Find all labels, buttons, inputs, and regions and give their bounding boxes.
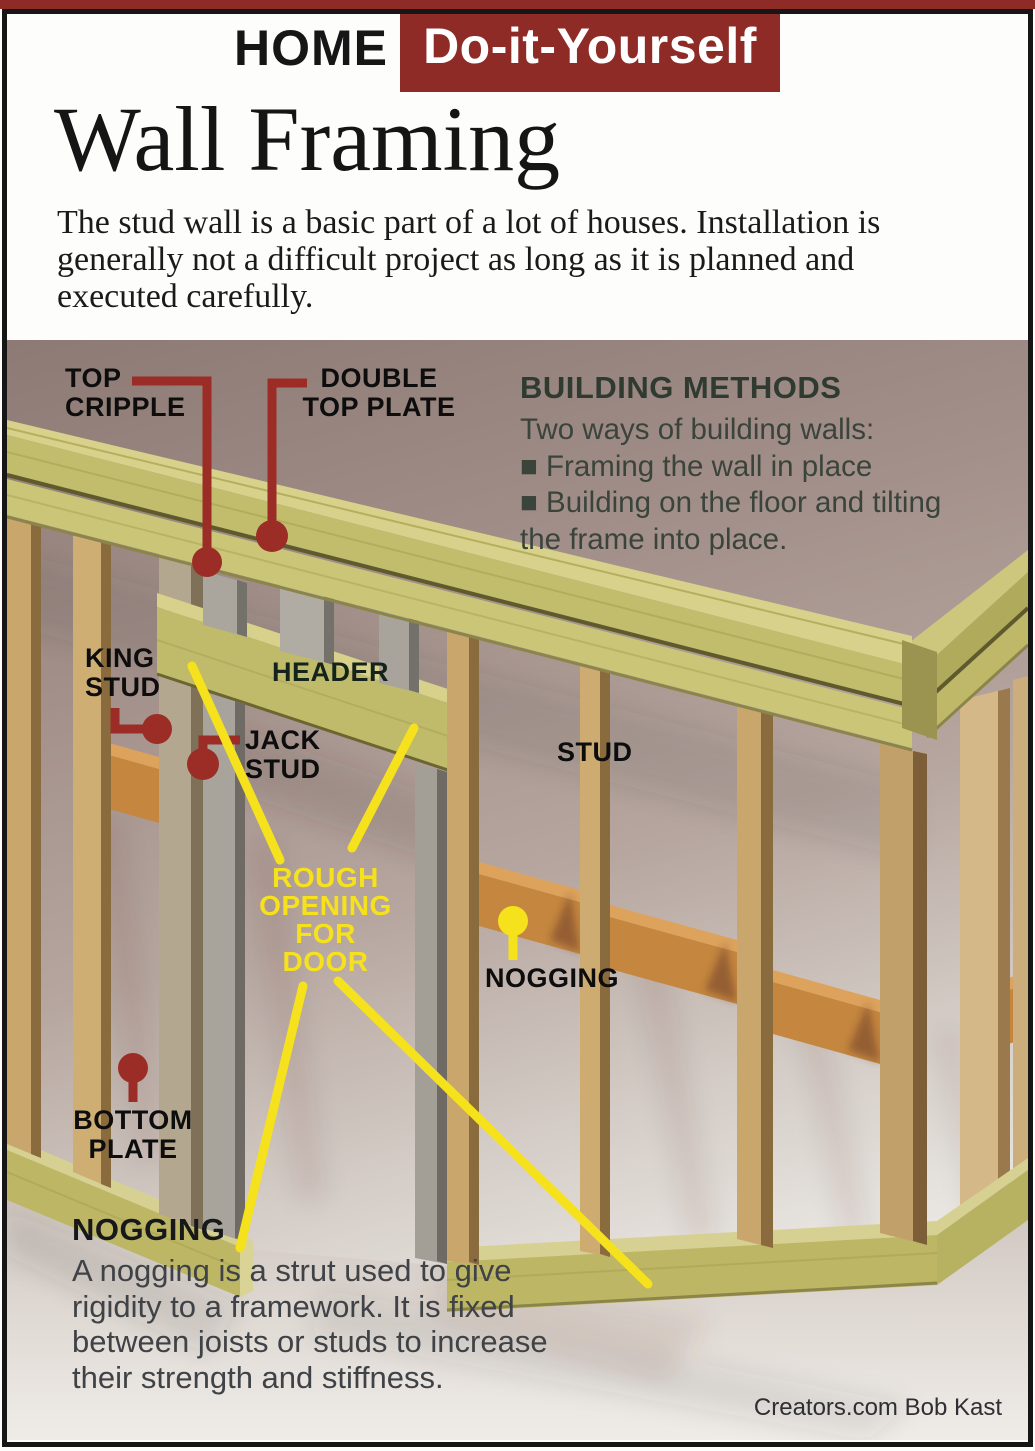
intro-line: The stud wall is a basic part of a lot o… [57,204,881,241]
intro-line: generally not a difficult project as lon… [57,241,855,278]
plate-corner-joint [902,640,937,740]
double-top-plate-leader [267,378,307,530]
label-stud: STUD [557,737,633,767]
studs [7,516,927,1265]
credit-line: Creators.com Bob Kast [753,1394,1002,1421]
wall-framing-illustration: TOP CRIPPLE DOUBLE TOP PLATE KING STUD J… [7,340,1028,1440]
rough-opening-rays [187,661,653,1289]
double-top-plate-dot [256,520,288,552]
top-cripple-dot [192,547,222,577]
building-methods-line: ■ Framing the wall in place [520,449,873,483]
king-stud-dot [142,714,172,744]
nogging-info-line: between joists or studs to increase [72,1324,548,1359]
label-top-cripple: TOP CRIPPLE [65,363,186,422]
label-rough-opening: ROUGH OPENING FOR DOOR [259,862,392,977]
page-title: Wall Framing [54,88,561,190]
nogging-info-line: A nogging is a strut used to give [72,1253,512,1288]
building-methods-line: the frame into place. [520,522,788,556]
king-stud-leader [110,708,151,734]
top-cripple-leader [132,376,212,556]
home-label: HOME [234,20,388,76]
bottom-plate-dot [118,1053,148,1083]
building-methods-line: Two ways of building walls: [520,413,875,446]
framing-scene [7,340,1028,1440]
nogging-dot [498,906,528,936]
nogging-info-line: their strength and stiffness. [72,1359,444,1395]
building-methods: BUILDING METHODS Two ways of building wa… [520,370,990,558]
building-methods-heading: BUILDING METHODS [520,370,842,405]
bottom-plate-right [446,1221,938,1312]
label-bottom-plate: BOTTOM PLATE [73,1105,193,1164]
label-jack-stud: JACK STUD [245,725,321,784]
callouts [110,376,653,1289]
label-king-stud: KING STUD [85,643,161,702]
jack-stud-dot [187,748,219,780]
intro-paragraph: The stud wall is a basic part of a lot o… [57,204,997,315]
return-wall [910,550,1028,1285]
top-plate-lower [7,479,912,748]
diy-banner: Do-it-Yourself [400,0,780,92]
nogging-info: NOGGING A nogging is a strut used to giv… [72,1212,792,1395]
label-header: HEADER [272,657,390,687]
nogging-info-line: rigidity to a framework. It is fixed [72,1288,515,1324]
label-double-top-plate: DOUBLE TOP PLATE [302,363,456,422]
intro-line: executed carefully. [57,278,314,315]
double-top-plate [7,420,937,752]
label-nogging: NOGGING [485,963,620,993]
nogging-info-heading: NOGGING [72,1212,226,1247]
building-methods-line: ■ Building on the floor and tilting [520,486,942,519]
